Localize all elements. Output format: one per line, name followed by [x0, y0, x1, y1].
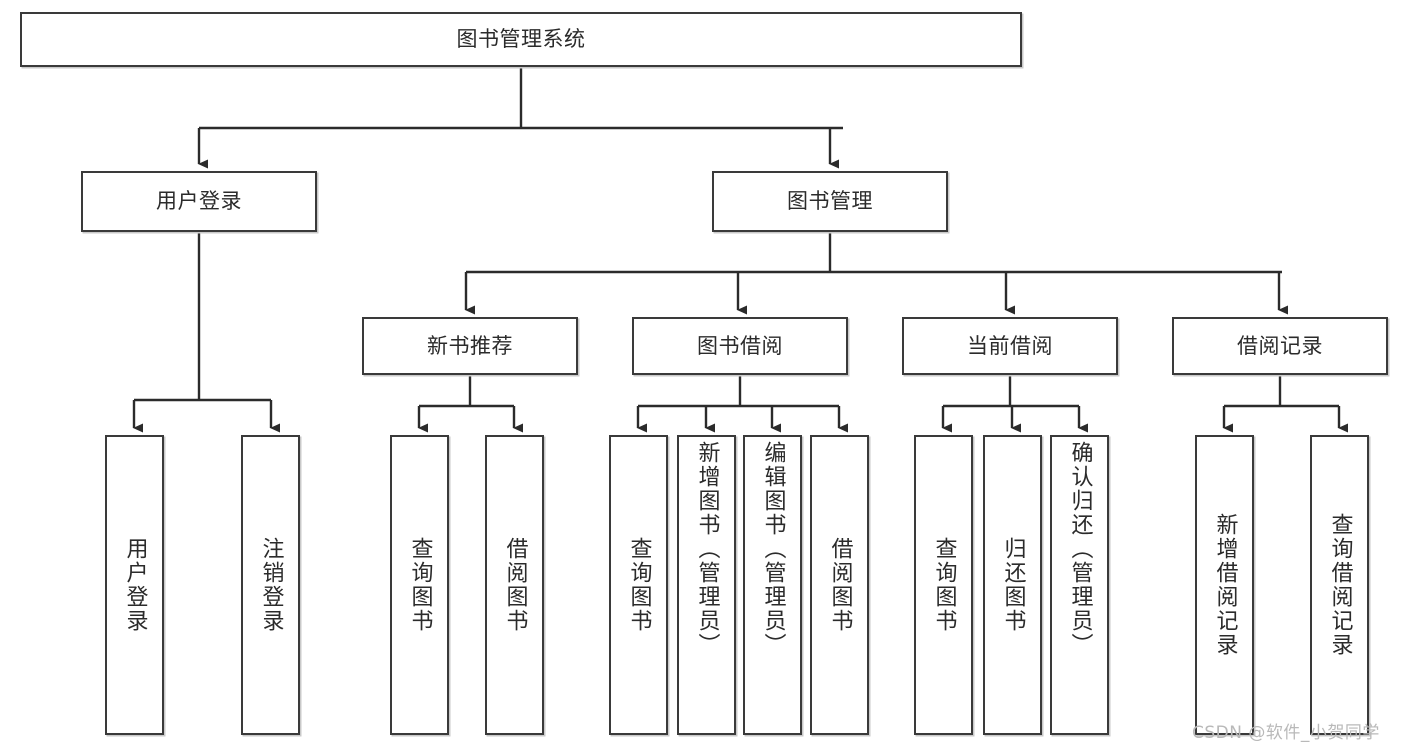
- node-new-book-recommend[interactable]: 新书推荐: [362, 317, 578, 375]
- csdn-watermark: CSDN @软件_小贺同学: [1192, 723, 1380, 743]
- leaf-query-book-recommend-label: 查询图书: [407, 537, 433, 633]
- node-current-borrow-label: 当前借阅: [967, 333, 1053, 358]
- node-root[interactable]: 图书管理系统: [20, 12, 1022, 67]
- leaf-return-book[interactable]: 归还图书: [983, 435, 1042, 735]
- leaf-logout-label: 注销登录: [258, 537, 284, 633]
- leaf-borrow-book-recommend[interactable]: 借阅图书: [485, 435, 544, 735]
- node-book-management[interactable]: 图书管理: [712, 171, 948, 232]
- leaf-return-book-label: 归还图书: [1000, 537, 1026, 633]
- node-user-login-label: 用户登录: [156, 189, 242, 214]
- leaf-add-book-label: 新增图书（管理员）: [694, 441, 720, 657]
- node-root-label: 图书管理系统: [456, 27, 586, 52]
- leaf-query-book-current-label: 查询图书: [931, 537, 957, 633]
- leaf-query-book-current[interactable]: 查询图书: [914, 435, 973, 735]
- leaf-borrow-book[interactable]: 借阅图书: [810, 435, 869, 735]
- node-user-login[interactable]: 用户登录: [81, 171, 317, 232]
- leaf-confirm-return-label: 确认归还（管理员）: [1067, 441, 1093, 657]
- leaf-query-book-recommend[interactable]: 查询图书: [390, 435, 449, 735]
- leaf-edit-book[interactable]: 编辑图书（管理员）: [743, 435, 802, 735]
- leaf-query-book-borrow[interactable]: 查询图书: [609, 435, 668, 735]
- leaf-user-login[interactable]: 用户登录: [105, 435, 164, 735]
- edges-currentborrow-to-leaves: [941, 375, 1088, 433]
- leaf-query-record[interactable]: 查询借阅记录: [1310, 435, 1369, 735]
- leaf-add-book[interactable]: 新增图书（管理员）: [677, 435, 736, 735]
- leaf-borrow-book-recommend-label: 借阅图书: [502, 537, 528, 633]
- edges-records-to-leaves: [1222, 375, 1348, 433]
- leaf-query-record-label: 查询借阅记录: [1327, 513, 1353, 657]
- node-borrow-records[interactable]: 借阅记录: [1172, 317, 1388, 375]
- node-book-management-label: 图书管理: [787, 189, 873, 214]
- edges-userlogin-to-leaves: [132, 232, 280, 433]
- edges-bookmgmt-to-level3: [464, 232, 1288, 315]
- leaf-user-login-label: 用户登录: [122, 537, 148, 633]
- node-current-borrow[interactable]: 当前借阅: [902, 317, 1118, 375]
- node-borrow-records-label: 借阅记录: [1237, 333, 1323, 358]
- edges-root-to-level2: [197, 67, 843, 169]
- leaf-borrow-book-label: 借阅图书: [827, 537, 853, 633]
- edges-bookborrow-to-leaves: [636, 375, 848, 433]
- leaf-add-record-label: 新增借阅记录: [1212, 513, 1238, 657]
- node-new-book-recommend-label: 新书推荐: [427, 333, 513, 358]
- edges-recommend-to-leaves: [417, 375, 523, 433]
- leaf-logout[interactable]: 注销登录: [241, 435, 300, 735]
- node-book-borrow[interactable]: 图书借阅: [632, 317, 848, 375]
- leaf-add-record[interactable]: 新增借阅记录: [1195, 435, 1254, 735]
- node-book-borrow-label: 图书借阅: [697, 333, 783, 358]
- leaf-edit-book-label: 编辑图书（管理员）: [760, 441, 786, 657]
- leaf-confirm-return[interactable]: 确认归还（管理员）: [1050, 435, 1109, 735]
- leaf-query-book-borrow-label: 查询图书: [626, 537, 652, 633]
